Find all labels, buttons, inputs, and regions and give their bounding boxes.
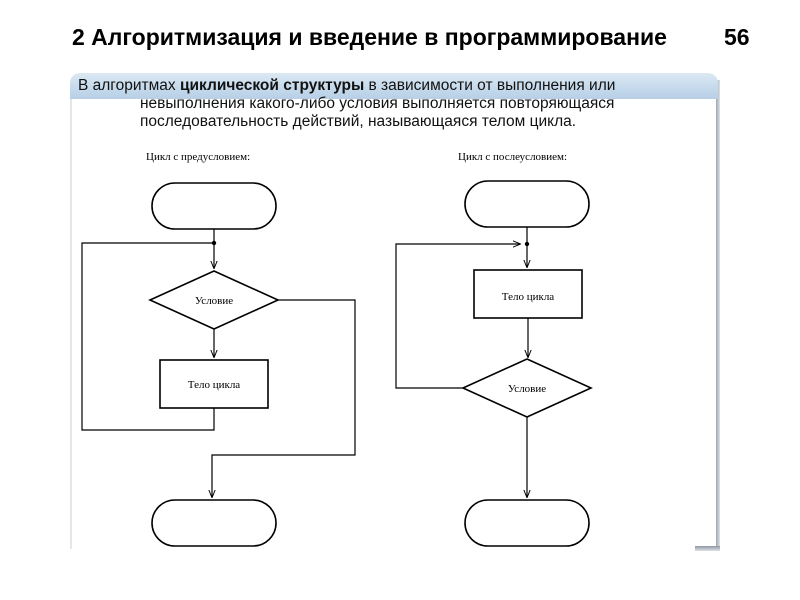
description-line-1: В алгоритмах циклической структуры в зав… <box>78 77 708 95</box>
frame-left-edge <box>70 99 72 549</box>
description-bold-term: циклической структуры <box>179 77 365 94</box>
description-text: В алгоритмах циклической структуры в зав… <box>78 77 708 131</box>
precondition-flowchart: Цикл с предусловием: Условие Тело цикла <box>81 151 356 547</box>
frame-bottom-shadow <box>695 546 720 551</box>
postcondition-caption: Цикл с послеусловием: <box>458 151 567 163</box>
description-line-2: невыполнения какого-либо условия выполня… <box>140 95 615 112</box>
postcondition-loop-back-line <box>395 244 520 389</box>
precondition-body-label: Тело цикла <box>188 379 241 391</box>
postcondition-start-terminal <box>464 180 590 228</box>
postcondition-junction-dot <box>524 241 530 247</box>
description-line-1-end: в зависимости от выполнения или <box>364 77 616 94</box>
precondition-exit-line <box>212 299 356 497</box>
postcondition-end-terminal <box>464 499 590 547</box>
frame-right-shadow <box>716 80 720 550</box>
header-band <box>70 73 718 99</box>
postcondition-body-label: Тело цикла <box>502 291 555 303</box>
postcondition-condition-label: Условие <box>508 383 546 395</box>
precondition-start-terminal <box>151 182 277 230</box>
precondition-caption: Цикл с предусловием: <box>146 151 250 163</box>
slide-number: 56 <box>724 24 750 50</box>
postcondition-body-box <box>473 269 583 319</box>
precondition-loop-back-line <box>81 242 215 431</box>
description-line-3: последовательность действий, называющаяс… <box>140 113 577 130</box>
slide-title: 2 Алгоритмизация и введение в программир… <box>72 24 667 50</box>
postcondition-flowchart: Цикл с послеусловием: Тело цикла Условие <box>395 151 593 547</box>
precondition-condition-label: Условие <box>195 295 233 307</box>
precondition-end-terminal <box>151 499 277 547</box>
description-line-1-start: В алгоритмах <box>78 77 180 94</box>
